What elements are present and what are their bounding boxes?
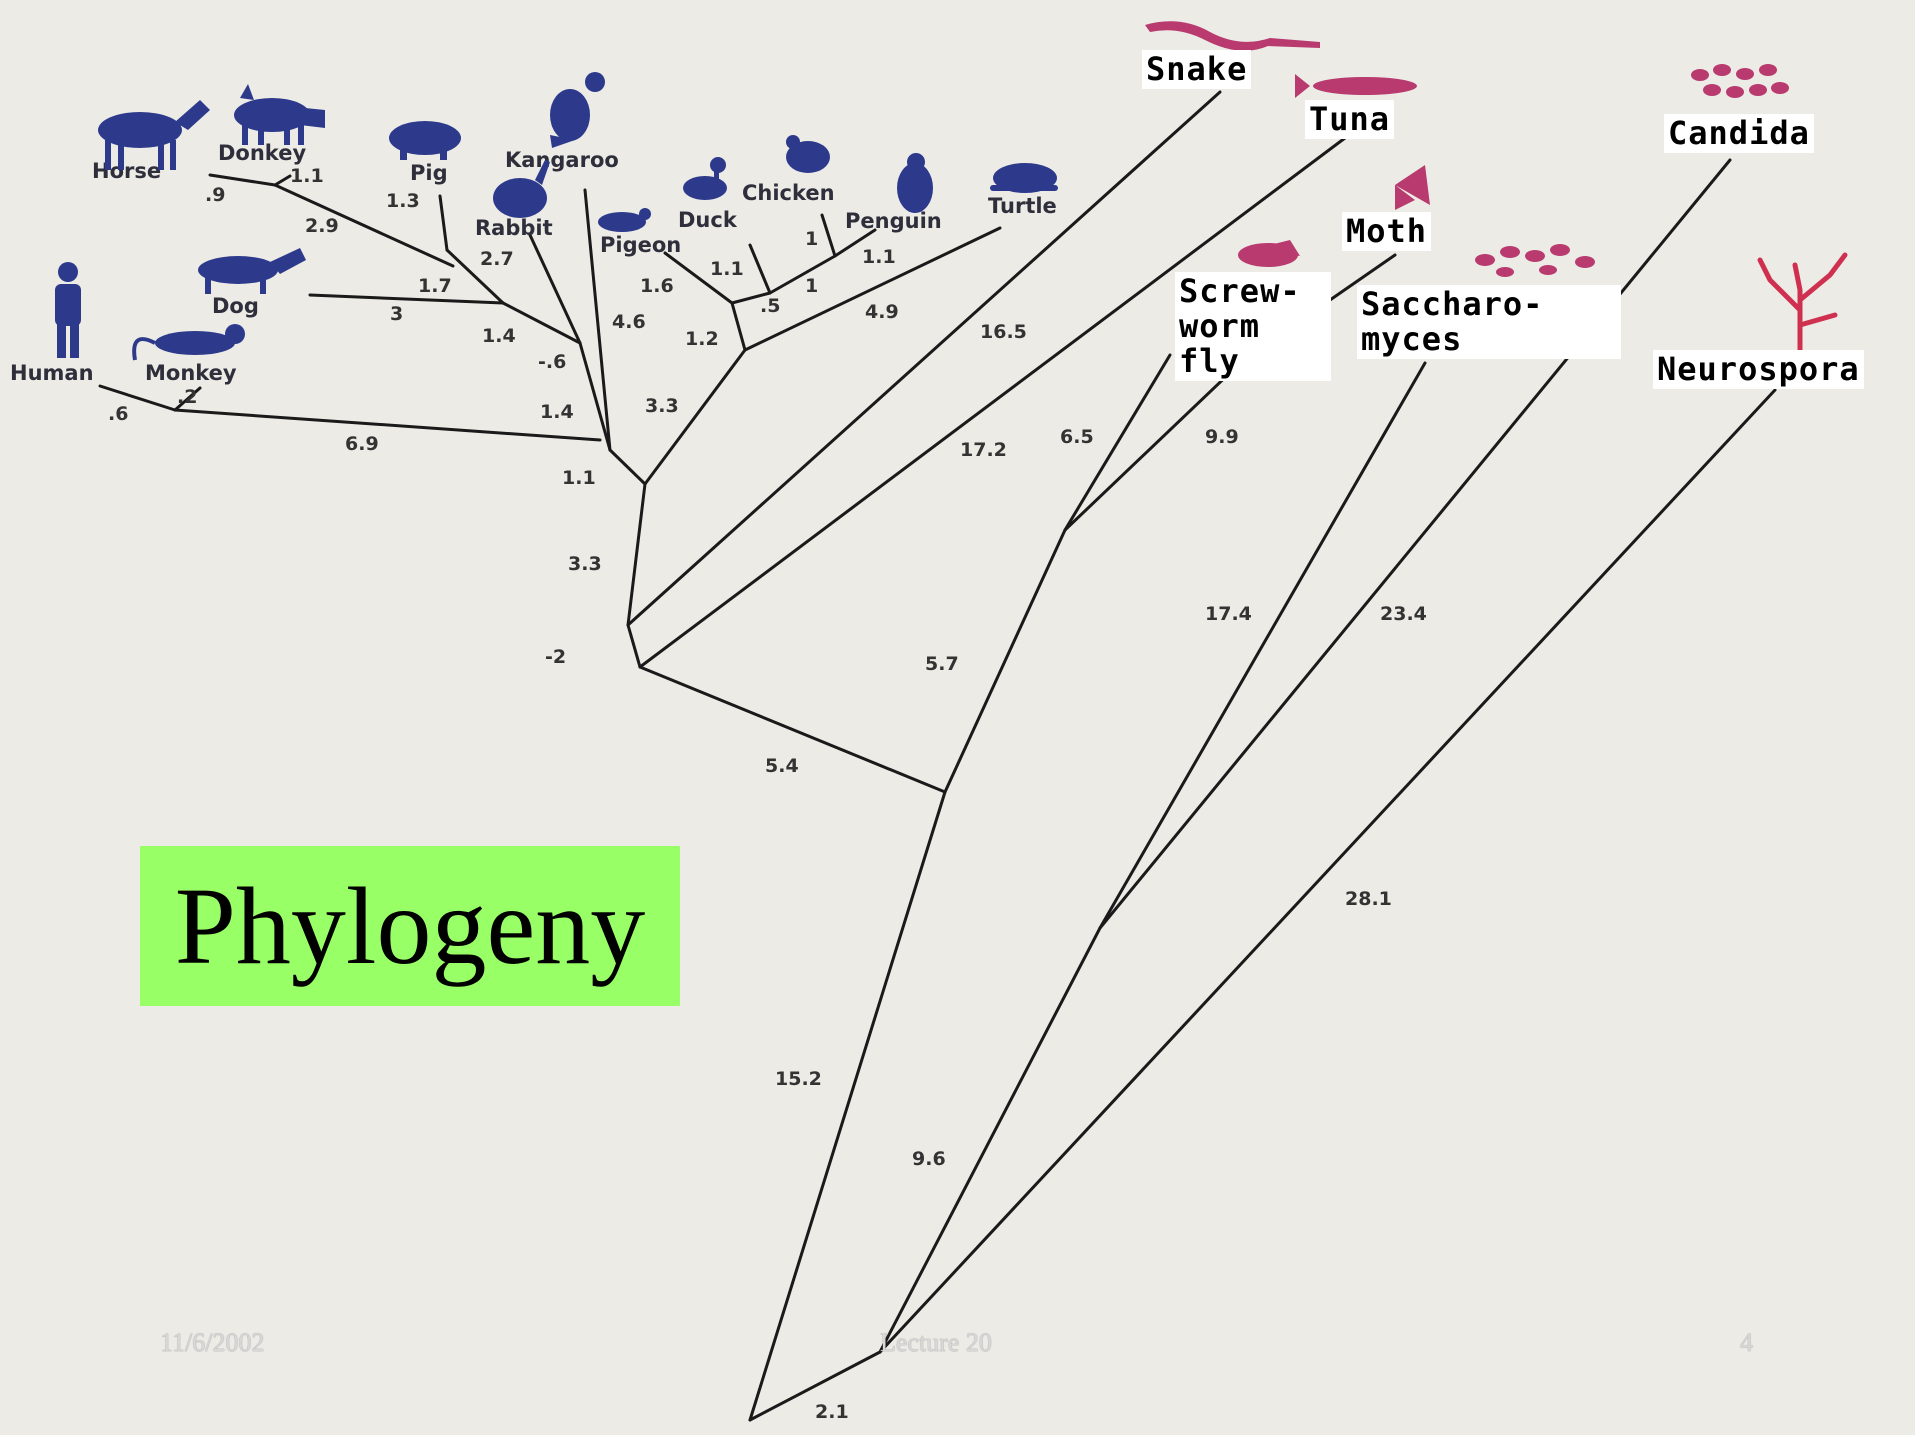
label-moth: Moth	[1342, 212, 1431, 251]
bl-kangaroo: 4.6	[612, 311, 646, 333]
page-title: Phylogeny	[175, 863, 646, 990]
bl-equid-stem: 2.9	[305, 215, 339, 237]
bl-screwworm: 6.5	[1060, 426, 1094, 448]
snake-icon	[1145, 21, 1320, 51]
bl-root: 2.1	[815, 1401, 849, 1423]
penguin-icon	[897, 153, 933, 213]
label-kangaroo: Kangaroo	[505, 148, 619, 172]
bl-fungi-stem: 9.6	[912, 1148, 946, 1170]
saccharomyces-icon	[1475, 244, 1595, 277]
branch-animal-stem	[750, 792, 945, 1420]
footer-date: 11/6/2002	[160, 1328, 264, 1358]
label-human: Human	[10, 361, 94, 385]
label-snake: Snake	[1142, 50, 1251, 89]
bl-vert-stem: 5.4	[765, 755, 799, 777]
title-box: Phylogeny	[140, 846, 680, 1006]
label-saccharomyces: Saccharo- myces	[1357, 285, 1621, 359]
donkey-icon	[234, 84, 325, 145]
branch-mammal-root	[610, 450, 645, 484]
bl-pig: 1.3	[386, 190, 420, 212]
branch-chicken	[822, 215, 835, 256]
screwworm-fly-icon	[1238, 240, 1300, 267]
label-candida: Candida	[1664, 114, 1814, 153]
bl-candida: 23.4	[1380, 603, 1427, 625]
branch-rabbit	[530, 235, 580, 343]
label-screwworm-fly: Screw- worm fly	[1175, 272, 1331, 381]
pigeon-icon	[598, 208, 651, 232]
human-icon	[55, 262, 81, 358]
bl-pigeon: 1.6	[640, 275, 674, 297]
bl-snake: 16.5	[980, 321, 1027, 343]
bl-monkey: .2	[177, 386, 197, 408]
bl-human: .6	[108, 403, 128, 425]
kangaroo-icon	[550, 72, 605, 148]
bl-insect-stem: 5.7	[925, 653, 959, 675]
bl-horse: .9	[205, 184, 225, 206]
bl-chicken: 1	[805, 228, 818, 250]
branch-amniote-stem	[628, 484, 645, 625]
bl-rabbit: 2.7	[480, 248, 514, 270]
bl-penguin: 1.1	[862, 246, 896, 268]
bl-turtle: 4.9	[865, 301, 899, 323]
branch-galloanserae	[770, 256, 835, 293]
turtle-icon	[990, 163, 1058, 193]
branch-donkey	[275, 176, 290, 185]
candida-icon	[1691, 64, 1789, 98]
monkey-icon	[134, 324, 245, 360]
label-neurospora: Neurospora	[1653, 350, 1864, 389]
branch-fungi-stem	[880, 928, 1100, 1352]
branch-insect-stem	[945, 530, 1065, 792]
bl-primate-stem: 6.9	[345, 433, 379, 455]
bl-duck: 1.1	[710, 258, 744, 280]
bl-neognath: 1	[805, 275, 818, 297]
bl-sauropsid-stem: 3.3	[645, 395, 679, 417]
branch-moth	[1065, 368, 1235, 530]
label-pigeon: Pigeon	[600, 233, 681, 257]
branch-bird-stem	[732, 303, 745, 350]
branch-pig	[440, 196, 447, 250]
dog-icon	[198, 248, 306, 294]
bl-donkey: 1.1	[290, 165, 324, 187]
branch-saccharomyces	[1100, 363, 1425, 928]
bl-galloanserae: .5	[760, 295, 780, 317]
bl-saccharomyces: 17.4	[1205, 603, 1252, 625]
branch-duck	[750, 245, 770, 293]
footer-lecture: Lecture 20	[880, 1328, 992, 1358]
footer-page-number: 4	[1740, 1328, 1753, 1358]
bl-bird-stem: 1.2	[685, 328, 719, 350]
bl-neurospora: 28.1	[1345, 888, 1392, 910]
bl-ungulate-stem: 1.7	[418, 275, 452, 297]
label-duck: Duck	[678, 208, 738, 232]
branch-sauropsid-stem	[645, 350, 745, 484]
label-penguin: Penguin	[845, 209, 942, 233]
chicken-icon	[786, 135, 830, 173]
branch-neg-02	[628, 625, 640, 667]
label-monkey: Monkey	[145, 361, 237, 385]
bl-tuna: 17.2	[960, 439, 1007, 461]
label-turtle: Turtle	[988, 194, 1057, 218]
label-tuna: Tuna	[1305, 100, 1394, 139]
bl-neg-02: -2	[545, 646, 566, 668]
label-rabbit: Rabbit	[475, 216, 553, 240]
bl-mammal-root: 1.1	[562, 467, 596, 489]
label-dog: Dog	[212, 294, 259, 318]
bl-placental-stem: 1.4	[540, 401, 574, 423]
bl-animal-stem: 15.2	[775, 1068, 822, 1090]
bl-mammal-inner: 1.4	[482, 325, 516, 347]
bl-dog: 3	[390, 303, 403, 325]
pig-icon	[389, 121, 461, 160]
neurospora-icon	[1760, 255, 1845, 350]
label-horse: Horse	[92, 159, 161, 183]
tuna-icon	[1295, 74, 1417, 98]
branch-dog	[310, 295, 503, 303]
bl-neg-06: -.6	[538, 351, 566, 373]
label-pig: Pig	[410, 161, 448, 185]
label-chicken: Chicken	[742, 181, 835, 205]
moth-icon	[1395, 165, 1430, 210]
bl-amniote-stem: 3.3	[568, 553, 602, 575]
bl-moth: 9.9	[1205, 426, 1239, 448]
duck-icon	[683, 157, 727, 200]
branch-primate-stem	[175, 410, 600, 440]
